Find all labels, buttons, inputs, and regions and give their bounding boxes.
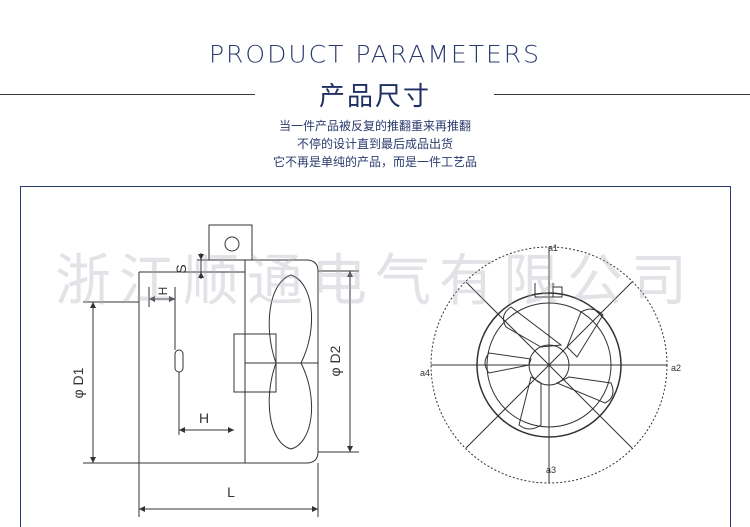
slogan-line-2: 不停的设计直到最后成品出货	[296, 137, 453, 151]
label-a2: a2	[671, 363, 681, 373]
label-a1: a1	[548, 243, 558, 253]
title-rule-left	[0, 94, 255, 95]
title-chinese: 产品尺寸	[318, 82, 431, 112]
label-top-h: H	[156, 287, 170, 296]
label-d2: φ D2	[327, 345, 343, 376]
drawing-frame: S H φ D1 φ D2 H L a1 a2 a3 a4	[20, 186, 731, 527]
slogan-line-1: 当一件产品被反复的推翻重来再推翻	[278, 119, 471, 133]
title-english: PRODUCT PARAMETERS	[208, 40, 542, 69]
technical-drawing: S H φ D1 φ D2 H L a1 a2 a3 a4	[70, 224, 681, 517]
mount-slot	[174, 349, 184, 373]
label-h: H	[199, 410, 209, 426]
blade-upper	[268, 274, 313, 364]
label-s: S	[173, 264, 189, 273]
label-l: L	[227, 484, 235, 500]
terminal-box	[208, 224, 253, 261]
title-rule-right	[494, 94, 750, 95]
slogan-line-3: 它不再是单纯的产品，而是一件工艺品	[272, 155, 477, 169]
terminal-hole	[224, 236, 240, 252]
blade-lower	[268, 362, 313, 450]
label-a3: a3	[546, 465, 556, 475]
label-a4: a4	[420, 368, 430, 378]
fan-blades	[484, 306, 614, 430]
housing-body	[138, 271, 246, 464]
label-d1: φ D1	[70, 367, 86, 398]
